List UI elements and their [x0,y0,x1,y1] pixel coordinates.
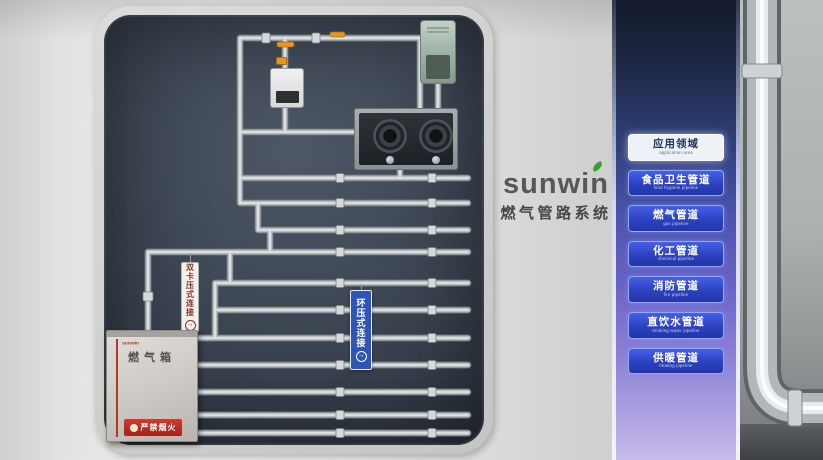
flame-icon [129,423,138,432]
header-label: 应用领域 [653,138,699,150]
no-fire-text: 严禁烟火 [140,423,177,432]
water-heater [420,20,456,84]
stove-top [359,113,453,165]
gas-box-lid [107,331,197,337]
sign-ring-connection: 环压式连接 [350,290,372,370]
app-item-heating: 供暖管道 heating pipeline [628,347,724,375]
led-application-panel: 应用领域 application area 食品卫生管道 food hygien… [612,0,740,460]
gas-meter-display [276,91,299,103]
app-item-drinking-water: 直饮水管道 drinking water pipeline [628,311,724,339]
stainless-pipe [741,0,823,427]
gas-stove [354,108,458,170]
arrow-icon [355,351,367,362]
sign-clamp-label: 双卡压式连接 [185,263,195,317]
pipe-flange [741,63,783,79]
sign-string [361,284,362,290]
sign-ring-label: 环压式连接 [355,298,366,348]
gas-box: sunwin 燃气箱 严禁烟火 [106,330,198,442]
burner-right [419,119,453,153]
gas-box-seam [116,339,118,437]
app-item-food-hygiene: 食品卫生管道 food hygiene pipeline [628,169,724,197]
brand-wordmark: sunwin [503,168,609,200]
gas-box-label: 燃气箱 [128,352,176,364]
brand-subtitle: 燃气管路系统 [500,205,612,222]
burner-left [373,119,407,153]
header-subtitle: application area [659,150,693,155]
right-floor [740,424,823,460]
application-area-header: 应用领域 application area [628,134,724,161]
no-fire-sticker: 严禁烟火 [124,419,182,436]
regulator-valve [276,57,287,65]
gas-meter [270,68,304,108]
stove-knob [386,156,394,164]
led-button-column: 应用领域 application area 食品卫生管道 food hygien… [628,134,724,375]
stove-knob [432,156,440,164]
pipe-flange [787,389,803,427]
app-item-chemical: 化工管道 chemical pipeline [628,240,724,268]
heater-vent [427,27,449,35]
pipe-couplings [142,32,437,438]
gas-box-brand: sunwin [122,340,140,346]
brand-logo: sunwin 燃气管路系统 [495,160,617,223]
app-item-gas: 燃气管道 gas pipeline [628,205,724,232]
sign-clamp-connection: 双卡压式连接 [181,262,199,332]
heater-door [426,55,450,79]
sign-string [190,253,191,262]
app-item-fire: 消防管道 fire pipeline [628,276,724,303]
gas-valve-icon [276,31,346,48]
